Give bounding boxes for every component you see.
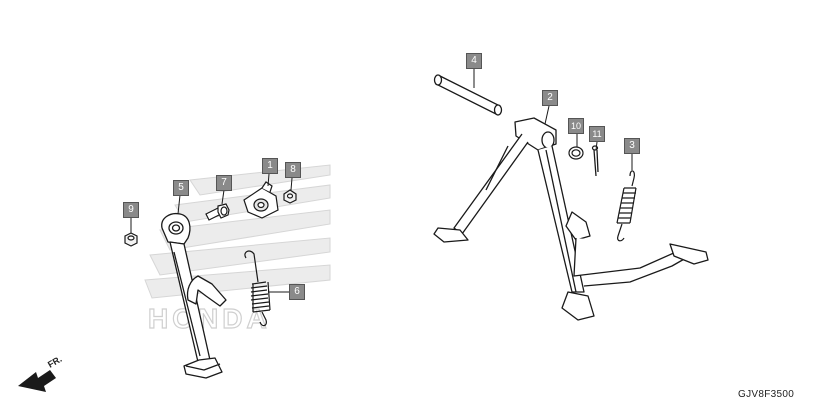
part-7-bolt	[205, 203, 230, 221]
callout-9: 9	[123, 202, 139, 218]
callout-2: 2	[542, 90, 558, 106]
callout-6: 6	[289, 284, 305, 300]
callout-3: 3	[624, 138, 640, 154]
callout-8: 8	[285, 162, 301, 178]
part-4-pivot-shaft	[433, 74, 503, 116]
part-6-spring	[244, 250, 271, 327]
part-10-washer	[568, 146, 584, 160]
part-1-switch	[243, 181, 279, 219]
callout-11: 11	[589, 126, 605, 142]
callout-1: 1	[262, 158, 278, 174]
part-11-cotter-pin	[591, 145, 599, 177]
part-2-main-stand	[433, 117, 709, 321]
callout-7: 7	[216, 175, 232, 191]
watermark-text: HONDA	[148, 303, 271, 334]
callout-10: 10	[568, 118, 584, 134]
part-8-nut	[283, 189, 297, 204]
callout-leader-lines	[130, 69, 633, 293]
part-3-spring	[616, 170, 637, 242]
callout-4: 4	[466, 53, 482, 69]
part-9-nut	[124, 232, 138, 247]
callout-5: 5	[173, 180, 189, 196]
diagram-code: GJV8F3500	[738, 389, 795, 400]
part-5-side-stand	[161, 212, 227, 379]
